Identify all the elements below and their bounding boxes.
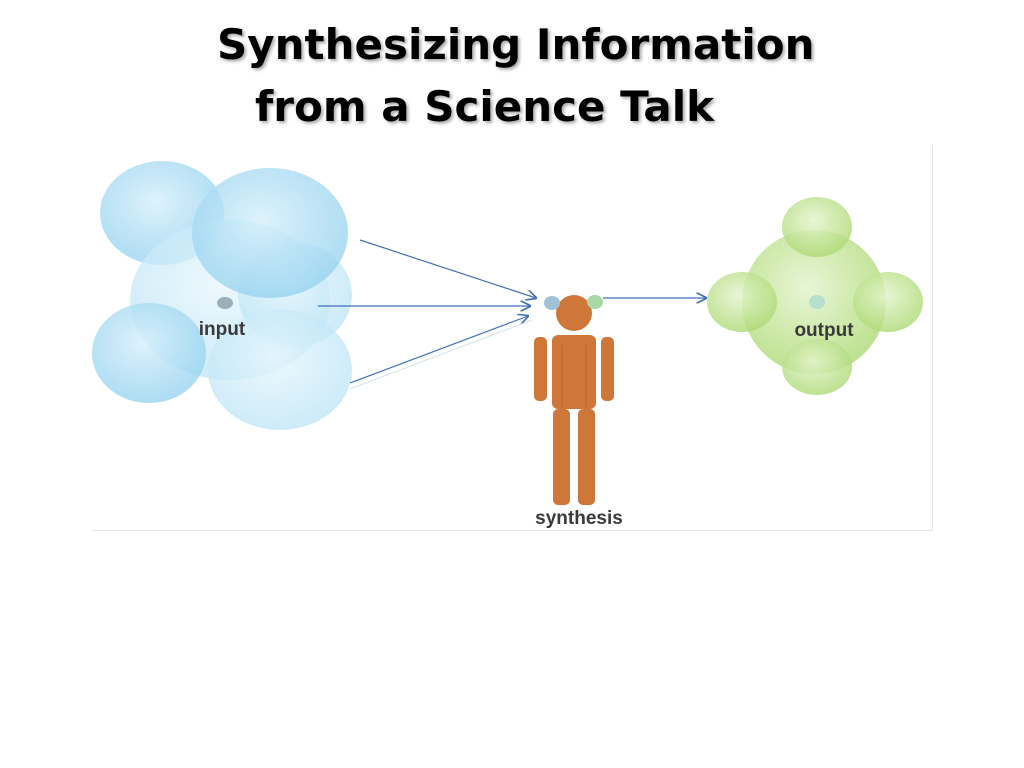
arrow-bottom: [349, 316, 528, 384]
output-label: output: [794, 320, 854, 341]
title-line-2: from a Science Talk: [255, 82, 715, 131]
input-bubble: [92, 303, 206, 403]
arrow-top: [359, 239, 536, 298]
input-bubble: [192, 168, 348, 298]
output-bubble: [782, 197, 852, 257]
person-icon: [534, 295, 614, 505]
output-bubble: [707, 272, 777, 332]
input-label: input: [199, 319, 246, 340]
input-arrows: [318, 239, 536, 390]
output-bubble: [782, 339, 852, 395]
synthesis-label: synthesis: [535, 508, 623, 529]
synthesis-in-dot: [544, 296, 560, 310]
synthesis-out-dot: [587, 295, 603, 309]
input-bubble: [208, 310, 352, 430]
title-line-1: Synthesizing Information: [217, 20, 815, 69]
input-cluster: input: [92, 161, 352, 430]
synthesis-diagram: input synthesis: [92, 145, 933, 531]
diagram-canvas: input synthesis: [92, 161, 923, 529]
arrow-bottom-shadow: [349, 319, 533, 390]
output-node-dot: [809, 295, 825, 309]
input-node-dot: [217, 297, 233, 309]
output-bubble: [853, 272, 923, 332]
output-cluster: output: [707, 197, 923, 395]
